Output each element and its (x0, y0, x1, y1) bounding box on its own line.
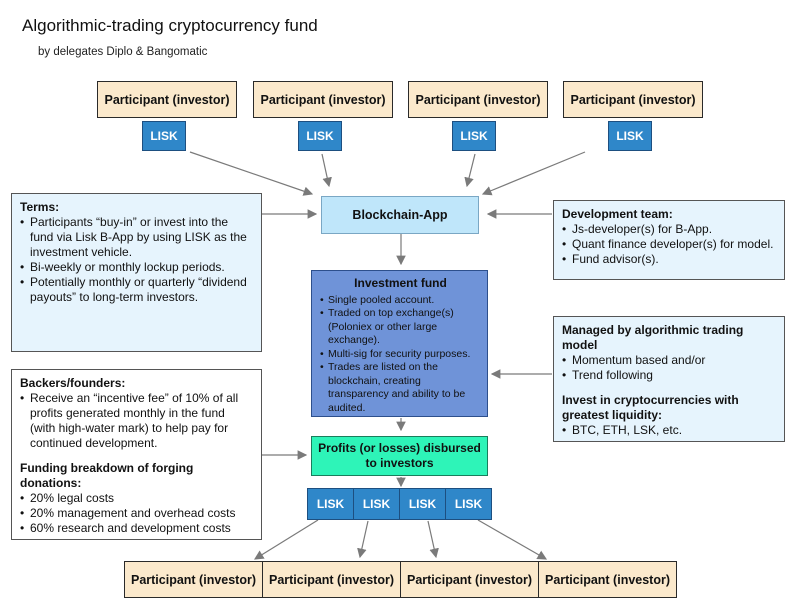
terms-heading: Terms: (20, 200, 60, 214)
lisk-token-top-1[interactable]: LISK (142, 121, 186, 151)
funding-heading: Funding breakdown of forging donations: (20, 461, 194, 490)
terms-item: Participants “buy-in” or invest into the… (20, 215, 253, 260)
managed-item: Trend following (562, 368, 776, 383)
dev-team-heading: Development team: (562, 207, 673, 221)
development-team-box: Development team: Js-developer(s) for B-… (553, 200, 785, 280)
page-title: Algorithmic-trading cryptocurrency fund (22, 16, 318, 35)
backers-box: Backers/founders: Receive an “incentive … (11, 369, 262, 540)
terms-box: Terms: Participants “buy-in” or invest i… (11, 193, 262, 352)
fund-item: Traded on top exchange(s) (Poloniex or o… (320, 307, 481, 348)
managed-item: Momentum based and/or (562, 353, 776, 368)
page-subtitle: by delegates Diplo & Bangomatic (38, 46, 208, 58)
dev-team-item: Fund advisor(s). (562, 252, 776, 267)
arrow-p4-to-app (481, 151, 586, 196)
arrow-lisk2-to-p6 (357, 520, 369, 559)
terms-item: Potentially monthly or quarterly “divide… (20, 275, 253, 305)
arrow-lisk1-to-p5 (253, 519, 319, 560)
lisk-token-bottom-3[interactable]: LISK (399, 488, 446, 520)
participant-top-1[interactable]: Participant (investor) (97, 81, 237, 118)
participant-bottom-4[interactable]: Participant (investor) (538, 561, 677, 598)
dev-team-item: Quant finance developer(s) for model. (562, 237, 776, 252)
arrow-p1-to-app (189, 151, 314, 196)
participant-bottom-1[interactable]: Participant (investor) (124, 561, 263, 598)
funding-item: 20% legal costs (20, 491, 253, 506)
lisk-token-top-3[interactable]: LISK (452, 121, 496, 151)
participant-top-3[interactable]: Participant (investor) (408, 81, 548, 118)
dev-team-item: Js-developer(s) for B-App. (562, 222, 776, 237)
funding-item: 20% management and overhead costs (20, 506, 253, 521)
backers-heading: Backers/founders: (20, 376, 126, 390)
invest-heading: Invest in cryptocurrencies with greatest… (562, 393, 739, 422)
arrow-lisk4-to-p8 (477, 519, 548, 560)
funding-item: 60% research and development costs (20, 521, 253, 536)
participant-bottom-3[interactable]: Participant (investor) (400, 561, 539, 598)
arrow-lisk3-to-p7 (427, 520, 439, 559)
lisk-token-bottom-2[interactable]: LISK (353, 488, 400, 520)
lisk-token-bottom-1[interactable]: LISK (307, 488, 354, 520)
fund-item: Trades are listed on the blockchain, cre… (320, 361, 481, 415)
backers-item: Receive an “incentive fee” of 10% of all… (20, 391, 253, 451)
arrow-p2-to-app (321, 153, 332, 188)
fund-item: Single pooled account. (320, 294, 481, 308)
blockchain-app-box[interactable]: Blockchain-App (321, 196, 479, 234)
investment-fund-heading: Investment fund (354, 276, 447, 290)
terms-item: Bi-weekly or monthly lockup periods. (20, 260, 253, 275)
profits-box[interactable]: Profits (or losses) disbursed to investo… (311, 436, 488, 476)
investment-fund-box[interactable]: Investment fund Single pooled account. T… (311, 270, 488, 417)
lisk-token-top-2[interactable]: LISK (298, 121, 342, 151)
lisk-token-top-4[interactable]: LISK (608, 121, 652, 151)
arrow-p3-to-app (464, 153, 476, 188)
participant-bottom-2[interactable]: Participant (investor) (262, 561, 401, 598)
participant-top-2[interactable]: Participant (investor) (253, 81, 393, 118)
participant-top-4[interactable]: Participant (investor) (563, 81, 703, 118)
managed-heading: Managed by algorithmic trading model (562, 323, 744, 352)
lisk-token-bottom-4[interactable]: LISK (445, 488, 492, 520)
invest-item: BTC, ETH, LSK, etc. (562, 423, 776, 438)
fund-item: Multi-sig for security purposes. (320, 348, 481, 362)
managed-by-model-box: Managed by algorithmic trading model Mom… (553, 316, 785, 442)
